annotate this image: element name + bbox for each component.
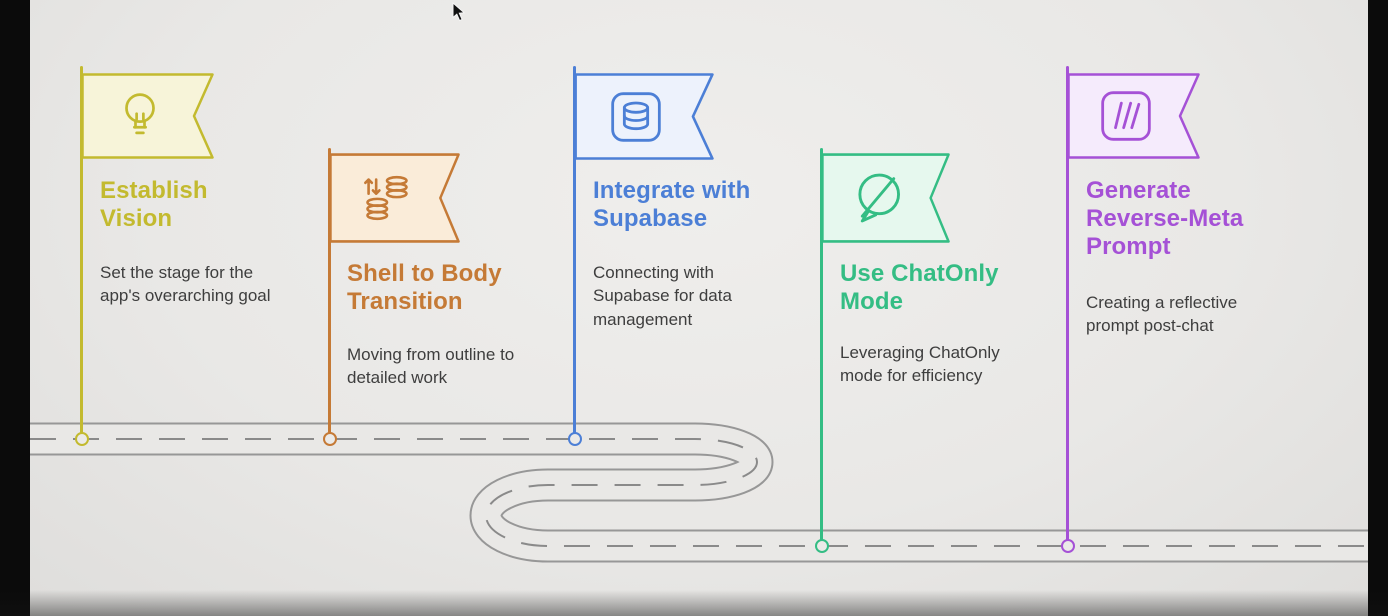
milestone-description: Set the stage for the app's overarching … — [100, 263, 271, 306]
milestone-description: Leveraging ChatOnly mode for efficiency — [840, 343, 1000, 386]
database-icon — [574, 73, 714, 160]
flag-pole — [328, 148, 331, 439]
letterbox-right — [1368, 0, 1388, 616]
flag-pole — [820, 148, 823, 546]
letterbox-left — [0, 0, 30, 616]
chat-off-icon — [821, 153, 950, 243]
flag-banner — [81, 73, 214, 159]
flag-pole — [80, 66, 83, 439]
flag-pole — [573, 66, 576, 439]
flag-shape — [821, 153, 950, 243]
bottom-shadow — [0, 590, 1388, 616]
road-marker — [1061, 539, 1075, 553]
milestone-description: Connecting with Supabase for data manage… — [593, 263, 732, 329]
miro-board-icon — [1067, 73, 1200, 159]
road-marker — [75, 432, 89, 446]
milestone-description: Moving from outline to detailed work — [347, 345, 515, 388]
road-marker — [815, 539, 829, 553]
flag-shape — [574, 73, 714, 160]
flag-banner — [329, 153, 460, 243]
milestone-title: Shell to Body Transition — [347, 260, 502, 316]
milestone-title: Generate Reverse-Meta Prompt — [1086, 177, 1244, 261]
road-marker — [323, 432, 337, 446]
milestone-title: Integrate with Supabase — [593, 177, 751, 233]
flag-banner — [821, 153, 950, 243]
milestone-title: Use ChatOnly Mode — [840, 260, 999, 316]
flag-pole — [1066, 66, 1069, 546]
milestone-title: Establish Vision — [100, 177, 208, 233]
milestone-description: Creating a reflective prompt post-chat — [1086, 293, 1238, 336]
road-marker — [568, 432, 582, 446]
lightbulb-icon — [81, 73, 214, 159]
flag-banner — [574, 73, 714, 160]
database-transfer-icon — [329, 153, 460, 243]
flag-shape — [81, 73, 214, 159]
flag-banner — [1067, 73, 1200, 159]
mouse-cursor — [452, 2, 466, 22]
